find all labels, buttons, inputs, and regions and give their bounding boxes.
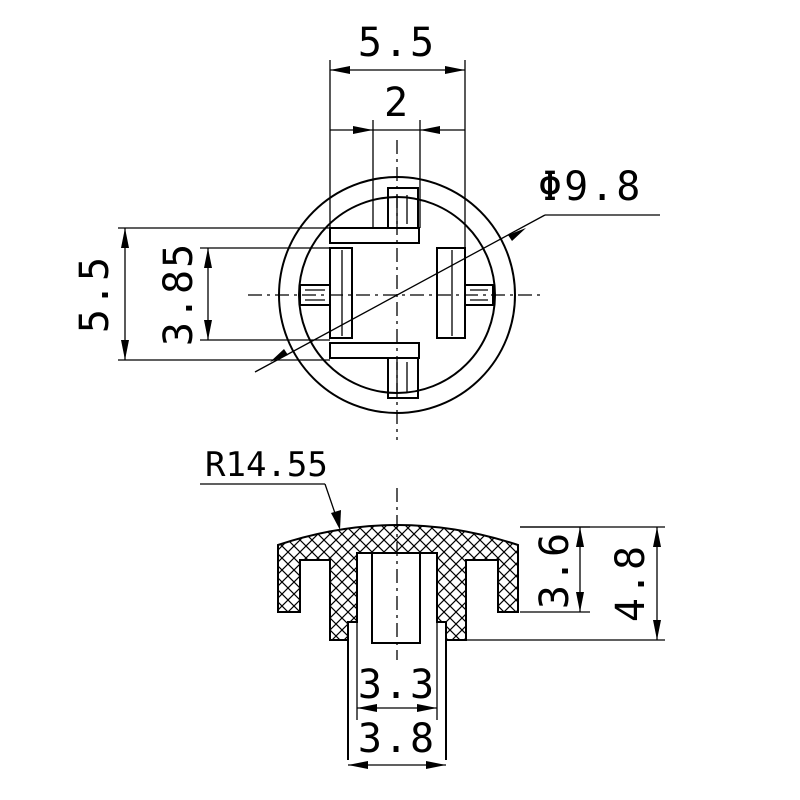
cross-rib-bottom [329,342,420,399]
cross-rib-left [299,247,353,339]
dimension-height-inner-label: 3.85 [156,242,202,346]
dimension-stem-outer: 3.8 [348,716,446,769]
dimension-width-outer: 5.5 [329,20,466,295]
dimension-diameter-label: Φ9.8 [538,164,642,210]
dimension-stem-outer-label: 3.8 [358,716,436,762]
dimension-height-body: 3.6 [520,526,590,613]
dimension-stem-inner: 3.3 [356,622,438,720]
dimension-height-body-label: 3.6 [532,531,578,609]
dimension-radius-label: R14.55 [205,445,328,485]
dimension-height-outer: 5.5 [72,227,330,361]
side-view: R14.55 3.6 4.8 3.3 [200,445,665,769]
dimension-height-total-label: 4.8 [608,544,654,622]
cross-rib-top [329,187,420,244]
dimension-height-outer-label: 5.5 [72,255,118,333]
cross-rib-right [436,247,494,339]
stem-socket [347,552,447,760]
dimension-height-total: 4.8 [466,526,665,641]
dimension-width-inner: 2 [330,80,465,228]
cap-section [277,524,519,641]
dimension-width-outer-label: 5.5 [358,20,436,66]
dimension-height-inner: 3.85 [156,242,330,346]
dimension-radius: R14.55 [200,445,341,530]
dimension-width-inner-label: 2 [384,80,410,126]
dimension-stem-inner-label: 3.3 [358,662,436,708]
dimension-diameter: Φ9.8 [254,164,660,373]
outer-circle [278,176,516,414]
top-view: 5.5 2 Φ9.8 5.5 [72,20,660,440]
